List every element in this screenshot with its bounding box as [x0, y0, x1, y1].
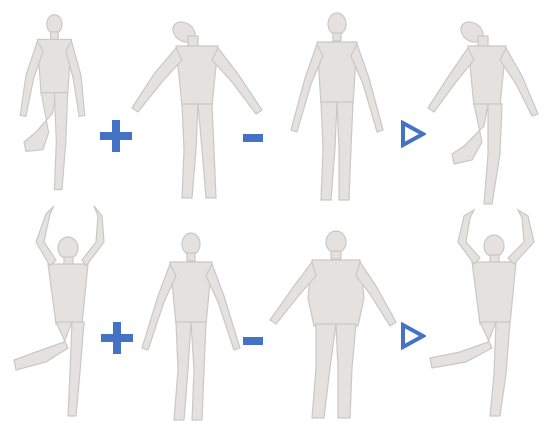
human-mesh-icon	[266, 228, 402, 422]
minus-operator	[242, 130, 264, 144]
row1-source-pose-figure	[5, 8, 100, 200]
equals-arrow-operator	[400, 322, 426, 350]
play-arrow-icon	[400, 322, 426, 350]
human-mesh-icon	[424, 206, 552, 420]
minus-icon	[242, 131, 264, 145]
human-mesh-icon	[283, 8, 391, 202]
row2-base-body-figure	[266, 228, 402, 422]
row1-result-figure	[420, 14, 546, 208]
human-mesh-icon	[122, 10, 270, 200]
row2-target-shape-figure	[136, 230, 246, 424]
row2-result-figure	[424, 206, 552, 420]
minus-icon	[242, 334, 264, 348]
human-mesh-icon	[420, 14, 546, 208]
row2-source-pose-figure	[6, 202, 116, 420]
human-mesh-icon	[136, 230, 246, 424]
minus-operator	[242, 333, 264, 347]
human-mesh-icon	[6, 202, 116, 420]
plus-operator	[99, 320, 135, 356]
human-mesh-icon	[5, 8, 100, 200]
plus-icon	[99, 320, 135, 356]
row1-base-body-figure	[283, 8, 391, 202]
row1-pose-delta-figure	[122, 10, 270, 200]
